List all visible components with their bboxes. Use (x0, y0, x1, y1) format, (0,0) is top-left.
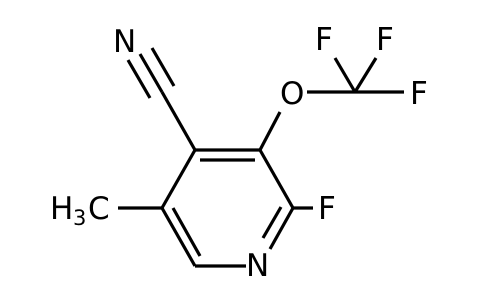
bond-cn-triple-3 (150, 47, 176, 87)
methyl-h-label: H (50, 191, 73, 227)
bond-c6-c5-inner (171, 207, 202, 257)
bond-c3-o (258, 111, 282, 151)
bond-c6-c5 (160, 207, 197, 267)
bond-c2-n1-inner (261, 206, 283, 239)
ether-o-label: O (280, 76, 304, 112)
bond-cn-triple-2 (126, 59, 152, 99)
methyl-subscript-label: 3 (73, 206, 86, 230)
bond-cn-triple-1 (138, 53, 164, 93)
bond-cf3-f-top-left (333, 57, 357, 93)
methyl-c-label: C (88, 191, 110, 227)
bond-c2-n1 (268, 207, 295, 250)
fluorine-top-right-label: F (376, 22, 394, 58)
fluorine-top-left-label: F (315, 22, 333, 58)
bond-cf3-f-top-right (353, 57, 378, 93)
bond-c3-c2 (258, 149, 295, 209)
ring-nitrogen-label: N (246, 248, 269, 284)
nitrile-n-label: N (113, 24, 136, 60)
bond-c5-c4 (160, 149, 197, 209)
bond-c4-cn (160, 91, 197, 151)
fluorine-right-label: F (410, 76, 428, 112)
ring-fluorine-label: F (318, 191, 336, 227)
